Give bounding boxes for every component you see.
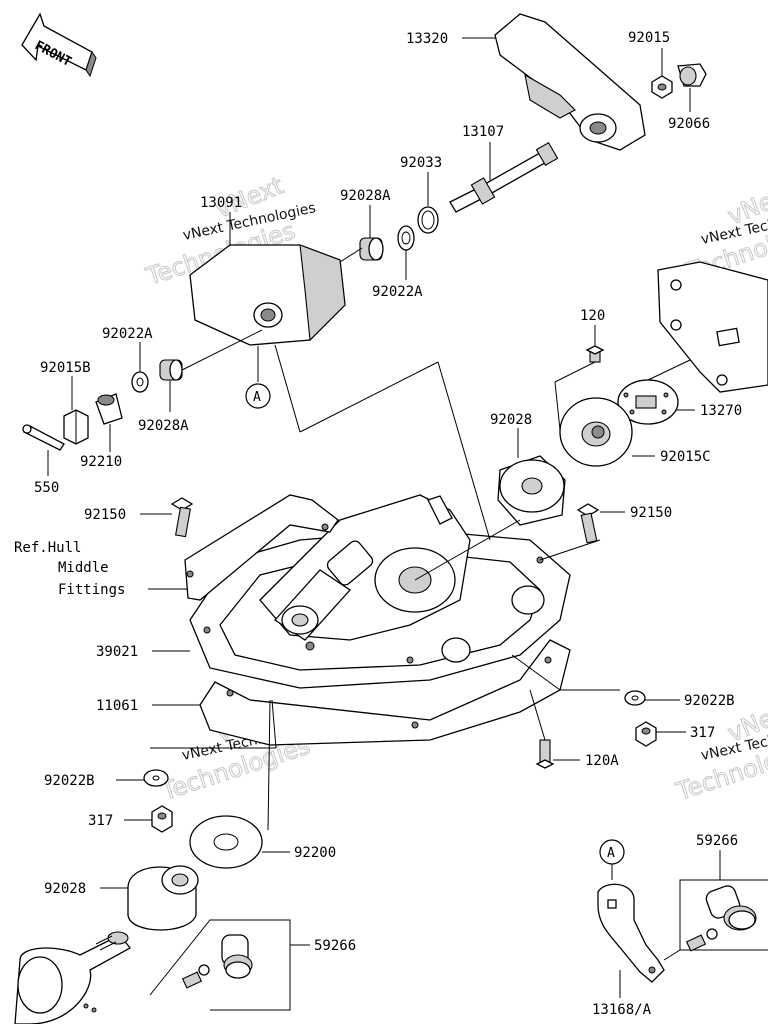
callout-13107: 13107	[462, 124, 504, 140]
part-13168A-bracket	[597, 883, 665, 983]
leader-line	[554, 381, 561, 431]
leader-line	[437, 361, 491, 541]
part-92022A-washer	[397, 225, 415, 251]
part-right-mount-plate	[657, 261, 768, 393]
callout-92210: 92210	[80, 454, 122, 470]
part-drive-shaft	[14, 931, 131, 1024]
callout-92015C: 92015C	[660, 449, 711, 465]
part-92033-circlip	[417, 206, 439, 234]
callout-92022A-left: 92022A	[102, 326, 153, 342]
callout-317-right: 317	[690, 725, 715, 741]
callout-13320: 13320	[406, 31, 448, 47]
ref-hull-label-line2: Middle	[58, 560, 109, 576]
part-13091-housing	[189, 244, 346, 346]
part-hull-fitting-plate	[184, 494, 339, 601]
callout-120: 120	[580, 308, 605, 324]
part-317-right-nut	[635, 721, 657, 747]
callout-92150-left: 92150	[84, 507, 126, 523]
callout-59266-bottom: 59266	[314, 938, 356, 954]
front-arrow-icon: FRONT	[21, 12, 97, 78]
part-92022B-right-washer	[624, 690, 646, 706]
callout-92022A-top: 92022A	[372, 284, 423, 300]
part-92150-bolt-right	[576, 503, 600, 544]
callout-92028A-top: 92028A	[340, 188, 391, 204]
callout-13270: 13270	[700, 403, 742, 419]
callout-92200: 92200	[294, 845, 336, 861]
part-11061-gasket	[199, 639, 571, 746]
leader-line	[181, 329, 263, 371]
leader-line	[511, 654, 561, 691]
part-317-left-nut	[151, 805, 173, 833]
part-92028-mid-bushing	[497, 455, 566, 526]
callout-92022B-left: 92022B	[44, 773, 95, 789]
part-550-cotter-pin	[22, 424, 65, 451]
reference-marker-a: A	[245, 346, 271, 409]
callout-13168A: 13168/A	[592, 1002, 652, 1018]
leader-line	[267, 699, 271, 831]
callout-317-left: 317	[88, 813, 113, 829]
callout-92066: 92066	[668, 116, 710, 132]
part-59266-bottom-group	[149, 919, 291, 1011]
part-92015-nut	[651, 75, 673, 99]
callout-92028-bottom: 92028	[44, 881, 86, 897]
ref-hull-label-line3: Fittings	[58, 582, 125, 598]
leader-line	[539, 539, 601, 561]
reference-marker-a-lower: A	[599, 839, 625, 880]
part-59266-right-group	[663, 879, 768, 961]
part-92150-bolt-left	[170, 497, 194, 538]
part-92210-sleeve	[95, 393, 123, 425]
part-13107-shaft	[449, 141, 559, 213]
part-92028-bottom-bushing	[127, 865, 199, 931]
reference-a-label: A	[253, 390, 261, 405]
part-13320-bracket	[494, 13, 646, 151]
callout-120A: 120A	[585, 753, 619, 769]
part-92066-cap	[677, 63, 707, 87]
part-92022A-left-washer	[131, 371, 149, 393]
leader-line	[554, 361, 596, 383]
callout-92015: 92015	[628, 30, 670, 46]
leader-line	[339, 247, 363, 263]
leader-line	[647, 359, 691, 381]
part-92028A-bushing	[359, 237, 384, 261]
part-92200-washer	[189, 815, 263, 869]
callout-92028-mid: 92028	[490, 412, 532, 428]
callout-550: 550	[34, 480, 59, 496]
part-92022B-left-washer	[143, 769, 169, 787]
ref-hull-label-line1: Ref.Hull	[14, 540, 81, 556]
part-120-bolt	[585, 345, 605, 363]
callout-92022B-right: 92022B	[684, 693, 735, 709]
leader-line	[274, 344, 301, 433]
leader-line	[414, 519, 521, 581]
leader-line	[271, 699, 277, 749]
callout-92033: 92033	[400, 155, 442, 171]
leader-line	[299, 361, 439, 433]
leader-line	[529, 689, 546, 741]
callout-92028A-left: 92028A	[138, 418, 189, 434]
part-92028A-left-bushing	[159, 359, 183, 381]
callout-92015B: 92015B	[40, 360, 91, 376]
part-pump-body	[259, 494, 545, 663]
reference-a-label: A	[607, 846, 615, 861]
callout-59266-right: 59266	[696, 833, 738, 849]
callout-13091: 13091	[200, 195, 242, 211]
callout-11061: 11061	[96, 698, 138, 714]
part-13270-plate	[617, 379, 679, 425]
part-92015B-castle-nut	[63, 409, 89, 445]
callout-39021: 39021	[96, 644, 138, 660]
part-120A-bolt	[535, 739, 555, 769]
callout-92150-right: 92150	[630, 505, 672, 521]
part-92015C-disc	[559, 397, 633, 467]
